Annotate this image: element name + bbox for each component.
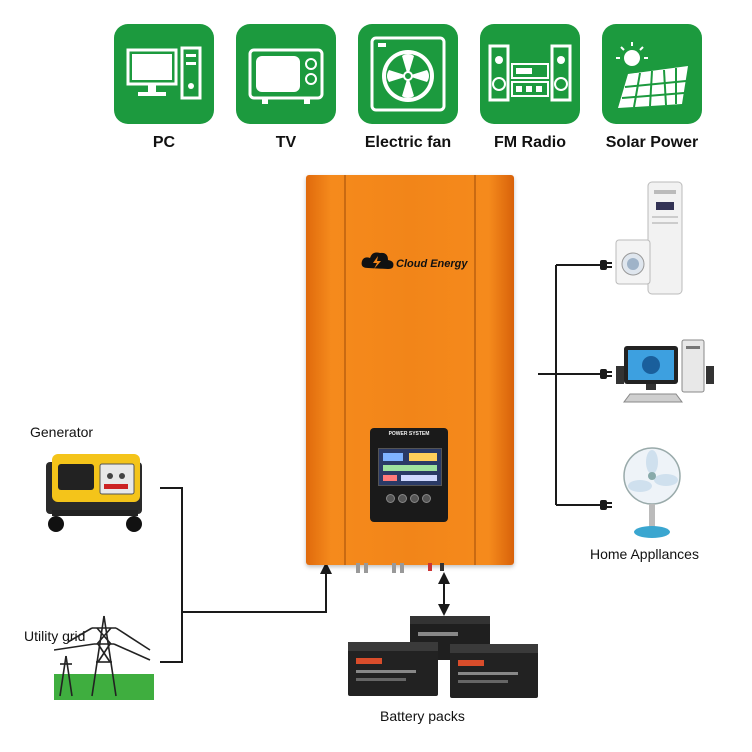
lcd-screen [378, 448, 442, 486]
cloud-energy-logo-icon [361, 252, 394, 269]
desktop-computer-icon [616, 339, 714, 403]
tv-tile [236, 24, 336, 124]
electric-fan-appliance-icon [623, 447, 681, 538]
tile-label-fm-radio: FM Radio [494, 134, 566, 151]
panel-button-4[interactable] [422, 494, 431, 503]
panel-button-1[interactable] [386, 494, 395, 503]
control-panel-title: POWER SYSTEM [388, 431, 430, 437]
generator-label: Generator [30, 424, 94, 440]
home-appliances-label: Home Appllances [590, 546, 699, 562]
electric-fan-icon [370, 36, 446, 112]
battery-packs-icon [348, 616, 538, 698]
battery-packs-label: Battery packs [380, 708, 465, 724]
solar-power-icon [616, 42, 688, 108]
arrow-down-to-battery [438, 604, 450, 616]
fm-radio-icon [488, 44, 572, 102]
utility-grid-icon [54, 615, 154, 700]
panel-button-2[interactable] [398, 494, 407, 503]
pc-icon [126, 46, 202, 100]
air-conditioner-and-washer-icon [615, 181, 683, 295]
generator-icon [46, 454, 142, 532]
panel-button-3[interactable] [410, 494, 419, 503]
arrow-up-to-inverter [320, 562, 332, 574]
tv-icon [248, 48, 324, 104]
inverter-terminals [356, 563, 444, 573]
inverter-brand: Cloud Energy [396, 258, 468, 270]
fm-radio-tile [480, 24, 580, 124]
electric-fan-tile [358, 24, 458, 124]
tile-label-tv: TV [275, 134, 297, 151]
solar-power-tile [602, 24, 702, 124]
tile-label-electric-fan: Electric fan [364, 134, 452, 151]
tile-label-pc: PC [152, 134, 176, 151]
tile-label-solar-power: Solar Power [605, 134, 699, 151]
arrow-up-to-inverter-battery [438, 572, 450, 584]
pc-tile [114, 24, 214, 124]
